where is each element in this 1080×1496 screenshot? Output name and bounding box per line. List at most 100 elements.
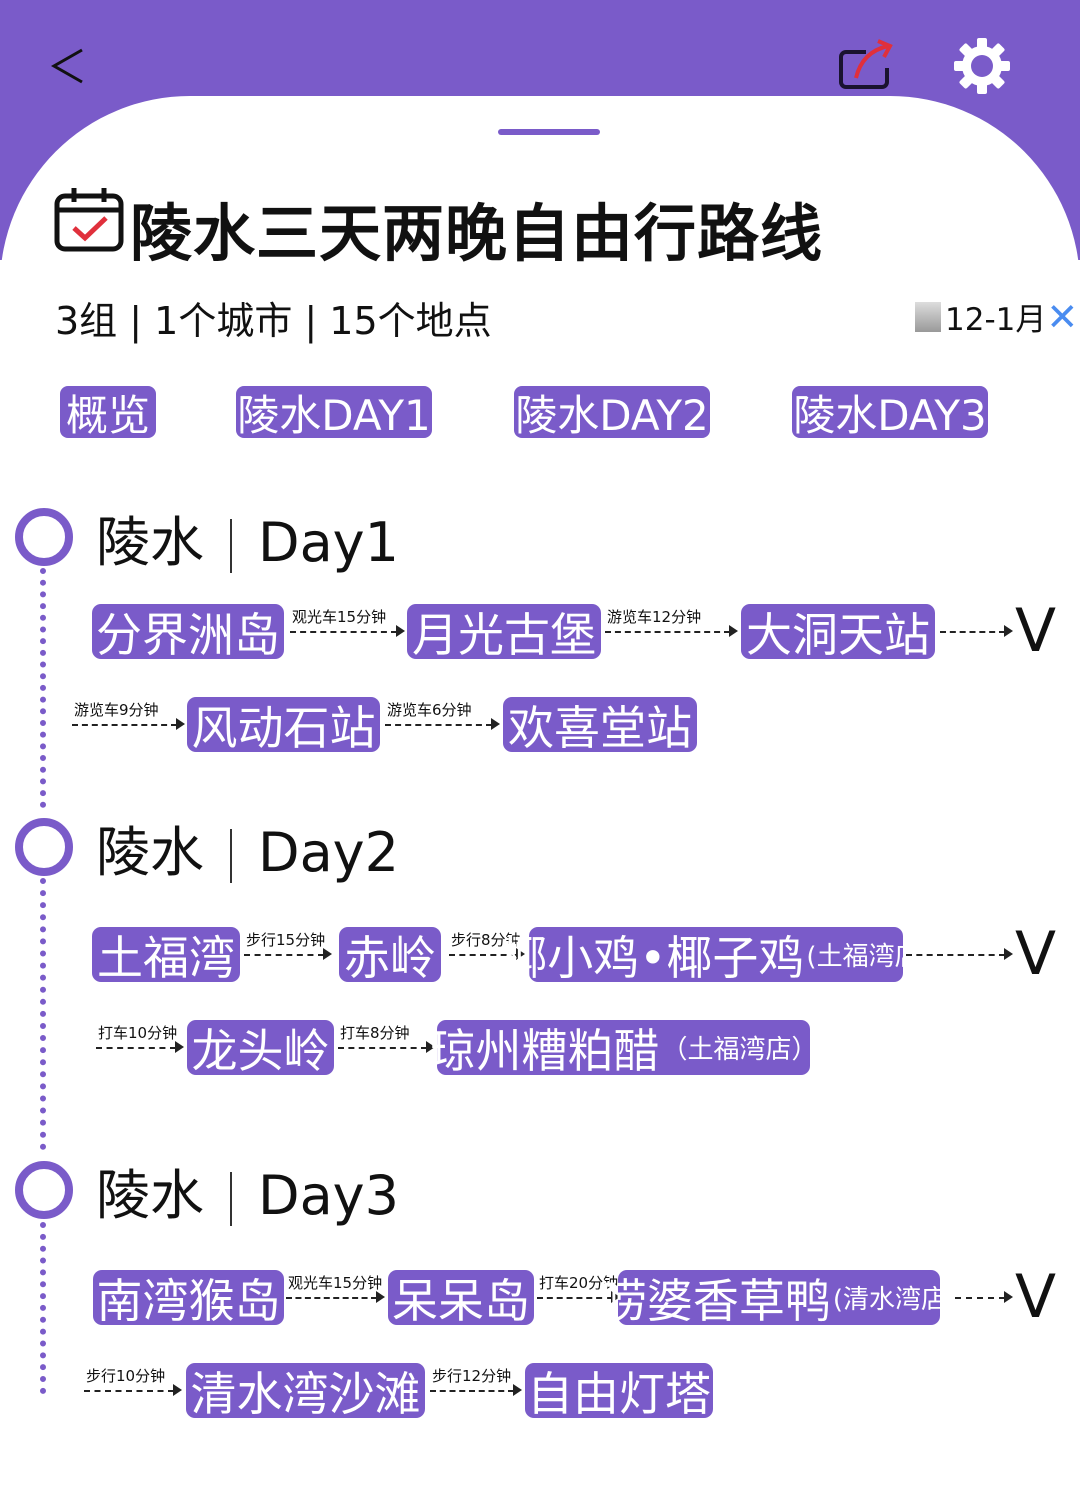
calendar-check-icon [54, 188, 124, 252]
place-chip[interactable]: 赤岭 [339, 927, 441, 985]
transit-label: 步行8分钟 [451, 931, 521, 949]
transit-label: 步行15分钟 [246, 931, 326, 949]
divider [230, 829, 232, 884]
tab-overview[interactable]: 概览 [60, 386, 156, 440]
transit-connector: 打车20分钟 [537, 1270, 620, 1325]
place-chip[interactable]: 清水湾沙滩 [186, 1363, 425, 1421]
place-chip[interactable]: 自由灯塔 [525, 1363, 713, 1421]
place-name: 月光古堡 [412, 607, 596, 662]
dashed-line [449, 954, 517, 956]
share-icon[interactable] [836, 38, 896, 92]
dashed-line [72, 724, 177, 726]
arrow-head-icon [611, 1291, 620, 1303]
day-label: Day1 [258, 511, 399, 574]
place-chip[interactable]: 唠婆香草鸭(清水湾店) [601, 1270, 957, 1328]
timeline-node [15, 818, 73, 876]
continue-mark: V [1015, 596, 1057, 666]
place-name: 呆呆岛 [392, 1273, 530, 1328]
place-chip[interactable]: 土福湾 [92, 927, 240, 985]
season-tag: 12-1月 ✕ [915, 294, 1078, 339]
day-heading: 陵水 Day2 [96, 808, 399, 887]
gear-icon[interactable] [952, 36, 1012, 96]
place-chip[interactable]: 欢喜堂站 [503, 697, 697, 755]
transit-connector [906, 927, 1013, 982]
place-chip[interactable]: 琼州糟粕醋（土福湾店） [430, 1020, 818, 1078]
day-label: Day2 [258, 821, 399, 884]
place-name: 风动石站 [191, 700, 376, 755]
place-name: 椰小鸡•椰子鸡 [501, 930, 805, 985]
arrow-head-icon [1004, 948, 1013, 960]
continue-mark: V [1015, 919, 1057, 989]
arrow-head-icon [175, 1041, 184, 1053]
transit-label: 游览车6分钟 [387, 701, 472, 719]
day-city: 陵水 [96, 511, 204, 574]
place-chip[interactable]: 月光古堡 [407, 604, 601, 662]
continue-mark: V [1015, 1262, 1057, 1332]
place-name: 赤岭 [344, 930, 436, 985]
arrow-head-icon [376, 1291, 385, 1303]
arrow-head-icon [396, 625, 405, 637]
place-name: 南湾猴岛 [96, 1273, 281, 1328]
tab-day2[interactable]: 陵水DAY2 [514, 386, 710, 440]
dashed-line [940, 631, 1005, 633]
transit-connector [940, 604, 1013, 659]
transit-label: 打车20分钟 [539, 1274, 619, 1292]
transit-connector: 游览车9分钟 [72, 697, 185, 752]
arrow-head-icon [491, 718, 500, 730]
place-name: 龙头岭 [191, 1023, 330, 1078]
transit-connector: 步行8分钟 [449, 927, 525, 982]
tab-day1[interactable]: 陵水DAY1 [236, 386, 432, 440]
drag-handle[interactable] [498, 129, 600, 135]
close-icon[interactable]: ✕ [1046, 294, 1079, 339]
day-city: 陵水 [96, 1164, 204, 1227]
place-chip[interactable]: 龙头岭 [187, 1020, 334, 1078]
place-chip[interactable]: 南湾猴岛 [93, 1270, 284, 1328]
transit-connector: 步行10分钟 [84, 1363, 182, 1418]
tab-day3[interactable]: 陵水DAY3 [792, 386, 988, 440]
place-branch: （土福湾店） [661, 1035, 818, 1065]
content-sheet [0, 96, 1080, 1496]
dashed-line [385, 724, 492, 726]
transit-connector: 步行12分钟 [430, 1363, 522, 1418]
timeline-line [40, 1222, 46, 1394]
dashed-line [906, 954, 1005, 956]
arrow-head-icon [729, 625, 738, 637]
place-name: 欢喜堂站 [508, 700, 692, 755]
transit-label: 步行10分钟 [86, 1367, 166, 1385]
transit-connector: 步行15分钟 [244, 927, 332, 982]
dashed-line [290, 631, 397, 633]
place-name: 自由灯塔 [527, 1366, 711, 1421]
day-city: 陵水 [96, 821, 204, 884]
place-branch: (清水湾店) [832, 1285, 958, 1315]
arrow-head-icon [323, 948, 332, 960]
place-chip[interactable]: 大洞天站 [741, 604, 935, 662]
arrow-head-icon [516, 948, 525, 960]
arrow-head-icon [173, 1384, 182, 1396]
timeline-node [15, 508, 73, 566]
place-chip[interactable]: 呆呆岛 [388, 1270, 534, 1328]
place-name: 清水湾沙滩 [190, 1366, 421, 1421]
place-name: 唠婆香草鸭 [600, 1273, 831, 1328]
page-title: 陵水三天两晚自由行路线 [130, 197, 824, 270]
day-heading: 陵水 Day1 [96, 498, 399, 577]
place-name: 分界洲岛 [96, 607, 280, 662]
transit-connector: 游览车6分钟 [385, 697, 500, 752]
arrow-head-icon [513, 1384, 522, 1396]
place-chip[interactable]: 椰小鸡•椰子鸡(土福湾店) [501, 927, 931, 985]
transit-connector: 打车10分钟 [96, 1020, 184, 1075]
place-chip[interactable]: 风动石站 [187, 697, 380, 755]
season-text: 12-1月 [945, 302, 1047, 338]
timeline-line [40, 568, 46, 808]
dashed-line [955, 1297, 1005, 1299]
arrow-head-icon [176, 718, 185, 730]
place-chip[interactable]: 分界洲岛 [92, 604, 284, 662]
dashed-line [96, 1047, 176, 1049]
back-icon[interactable] [48, 46, 88, 86]
document-icon [915, 301, 941, 332]
transit-label: 游览车9分钟 [74, 701, 159, 719]
trip-summary: 3组 | 1个城市 | 15个地点 [55, 299, 492, 343]
transit-label: 步行12分钟 [432, 1367, 512, 1385]
dashed-line [286, 1297, 377, 1299]
day-label: Day3 [258, 1164, 399, 1227]
transit-connector [955, 1270, 1013, 1325]
